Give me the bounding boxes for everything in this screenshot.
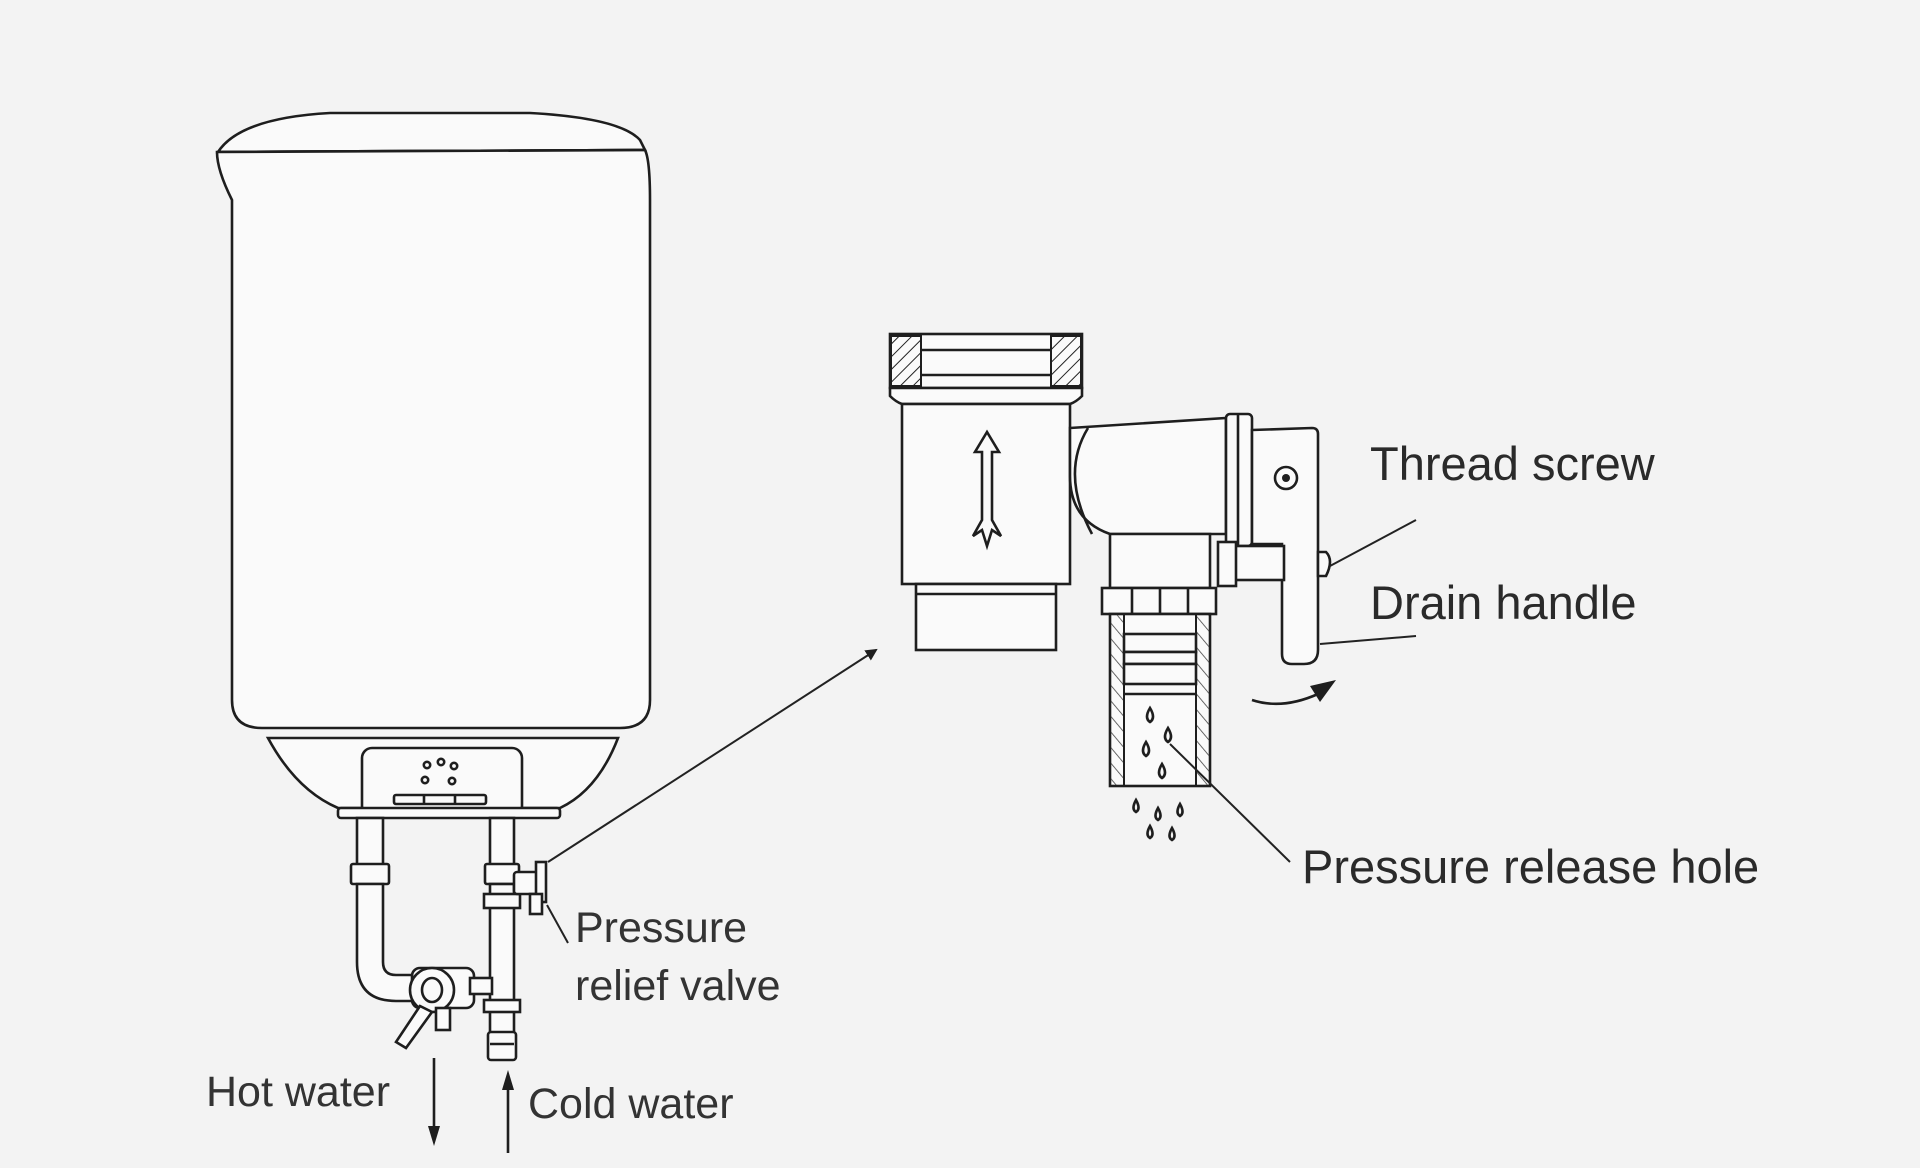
pressure-relief-valve-small — [512, 860, 548, 916]
cold-water-pipe — [468, 816, 522, 1062]
water-drops — [1132, 797, 1184, 842]
leader-thread-screw — [1329, 519, 1417, 567]
label-pressure-release-hole: Pressure release hole — [1302, 840, 1760, 893]
relief-valve-enlarged — [888, 332, 1332, 788]
leader-drain-handle — [1319, 635, 1417, 645]
label-pressure-relief-valve-line1: Pressure — [575, 904, 748, 952]
label-drain-handle: Drain handle — [1370, 576, 1637, 629]
water-heater-tank — [215, 111, 652, 820]
hot-water-pipe — [349, 816, 422, 1003]
label-hot-water: Hot water — [206, 1068, 391, 1116]
label-pressure-relief-valve-line2: relief valve — [575, 962, 781, 1010]
label-cold-water: Cold water — [528, 1080, 734, 1128]
hot-water-arrow — [428, 1058, 440, 1146]
cold-water-arrow — [502, 1070, 514, 1153]
label-thread-screw: Thread screw — [1370, 437, 1655, 490]
rotation-arrow — [1251, 680, 1336, 706]
leader-pressure-relief-valve — [546, 904, 569, 944]
leader-pressure-release-hole — [1169, 743, 1291, 863]
zoom-arrow — [547, 648, 878, 863]
